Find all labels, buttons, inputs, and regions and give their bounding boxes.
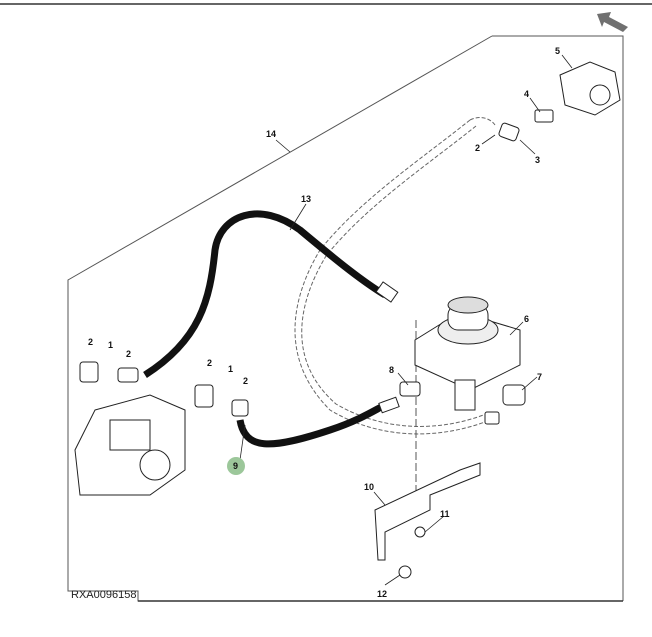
- callout[interactable]: 2: [475, 143, 480, 153]
- callout[interactable]: 11: [440, 509, 450, 519]
- callout[interactable]: 1: [228, 364, 233, 374]
- callout[interactable]: 8: [389, 365, 394, 375]
- back-arrow-icon[interactable]: [597, 12, 628, 32]
- callout[interactable]: 13: [301, 194, 311, 204]
- callout[interactable]: 14: [266, 129, 276, 139]
- hose-13: [143, 210, 387, 378]
- fittings: [79, 109, 554, 425]
- valve-6: [414, 296, 521, 411]
- hose-14: [294, 117, 496, 435]
- callout[interactable]: 2: [207, 358, 212, 368]
- pump-assembly: [74, 394, 186, 496]
- callout[interactable]: 10: [364, 482, 374, 492]
- assembly-frame: [492, 35, 624, 601]
- figure-id: RXA0096158: [71, 589, 136, 601]
- hose-9: [236, 401, 387, 448]
- callout[interactable]: 5: [555, 46, 560, 56]
- callout[interactable]: 2: [126, 349, 131, 359]
- callout[interactable]: 12: [377, 589, 387, 599]
- callouts: 14 13 5 4 2 3 6 7 8 2 1 2 2 1 2 9 10 11 …: [88, 46, 560, 599]
- callout[interactable]: 2: [88, 337, 93, 347]
- callout[interactable]: 9: [233, 461, 238, 471]
- callout[interactable]: 7: [537, 372, 542, 382]
- callout[interactable]: 4: [524, 89, 529, 99]
- highlight-callout-9[interactable]: [227, 457, 245, 475]
- callout[interactable]: 1: [108, 340, 113, 350]
- callout[interactable]: 2: [243, 376, 248, 386]
- callout[interactable]: 3: [535, 155, 540, 165]
- leader-lines: [239, 54, 573, 586]
- bracket-10: [374, 462, 481, 579]
- callout[interactable]: 6: [524, 314, 529, 324]
- component-5: [559, 61, 621, 116]
